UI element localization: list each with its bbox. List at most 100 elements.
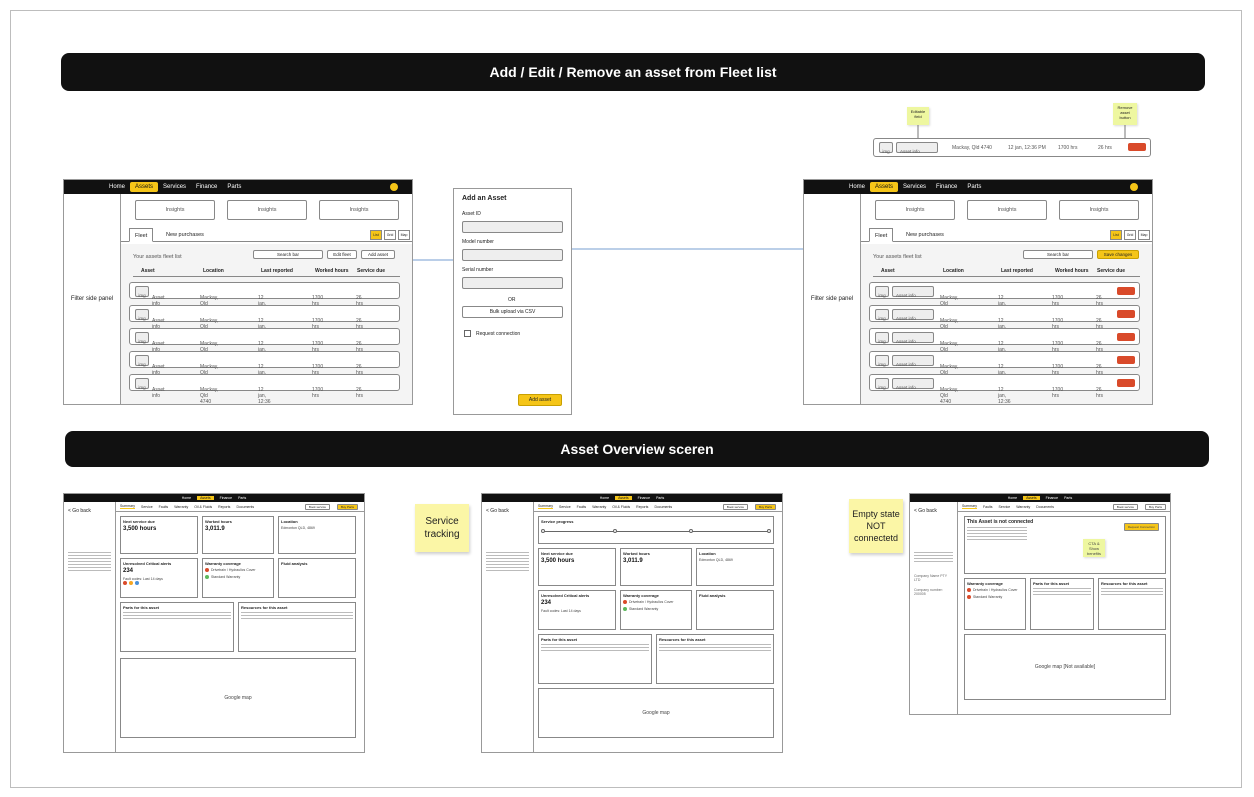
tab-faults[interactable]: Faults (982, 504, 993, 509)
search-bar[interactable]: Search bar (1023, 250, 1093, 259)
add-asset-button[interactable]: Add asset (361, 250, 395, 259)
add-asset-submit[interactable]: Add asset (518, 394, 562, 406)
list-view-button[interactable]: List (1110, 230, 1122, 240)
nav-parts[interactable]: Parts (1064, 496, 1073, 500)
remove-asset-button[interactable] (1117, 379, 1135, 387)
buy-parts-button[interactable]: Buy Parts (754, 504, 776, 510)
serial-input[interactable] (462, 277, 563, 289)
nav-assets[interactable]: Assets (615, 496, 632, 500)
tab-reports[interactable]: Reports (636, 504, 649, 509)
bulk-upload-button[interactable]: Bulk upload via CSV (462, 306, 563, 318)
asset-id-input[interactable] (462, 221, 563, 233)
tab-oil-fluids[interactable]: Oil & Fluids (194, 504, 213, 509)
tab-faults[interactable]: Faults (576, 504, 587, 509)
tab-summary[interactable]: Summary (120, 504, 135, 509)
insight-card[interactable]: Insights (319, 200, 399, 220)
tab-new-purchases[interactable]: New purchases (166, 232, 204, 238)
tab-service[interactable]: Service (140, 504, 153, 509)
nav-home[interactable]: Home (1007, 496, 1018, 500)
tab-warranty[interactable]: Warranty (174, 504, 189, 509)
nav-services[interactable]: Services (163, 184, 187, 190)
remove-asset-button[interactable] (1117, 333, 1135, 341)
tab-fleet[interactable]: Fleet (869, 228, 894, 242)
tab-service[interactable]: Service (998, 504, 1011, 509)
tab-oil-fluids[interactable]: Oil & Fluids (612, 504, 631, 509)
tab-documents[interactable]: Documents (654, 504, 673, 509)
insight-card[interactable]: Insights (227, 200, 307, 220)
fleet-row-example[interactable]: img Asset info Mackay, Qld 4740 12 jan, … (873, 138, 1151, 157)
insight-card[interactable]: Insights (1059, 200, 1139, 220)
nav-home[interactable]: Home (599, 496, 610, 500)
avatar[interactable] (1130, 183, 1138, 191)
insight-card[interactable]: Insights (967, 200, 1047, 220)
nav-finance[interactable]: Finance (219, 496, 233, 500)
tab-documents[interactable]: Documents (1036, 504, 1054, 509)
asset-info[interactable]: Asset info (892, 378, 934, 390)
tab-documents[interactable]: Documents (236, 504, 255, 509)
tab-reports[interactable]: Reports (218, 504, 231, 509)
nav-assets[interactable]: Assets (197, 496, 214, 500)
buy-parts-button[interactable]: Buy Parts (336, 504, 358, 510)
nav-parts[interactable]: Parts (967, 184, 982, 190)
remove-asset-button[interactable] (1117, 310, 1135, 318)
tab-faults[interactable]: Faults (158, 504, 169, 509)
nav-home[interactable]: Home (849, 184, 866, 190)
nav-assets[interactable]: Assets (130, 182, 159, 192)
nav-parts[interactable]: Parts (238, 496, 247, 500)
grid-view-button[interactable]: Grid (1124, 230, 1136, 240)
tab-warranty[interactable]: Warranty (592, 504, 607, 509)
save-changes-button[interactable]: Save changes (1097, 250, 1139, 259)
nav-assets[interactable]: Assets (1023, 496, 1040, 500)
avatar[interactable] (390, 183, 398, 191)
buy-parts-button[interactable]: Buy Parts (1144, 504, 1166, 510)
go-back-link[interactable]: < Go back (486, 508, 509, 514)
remove-asset-button[interactable] (1117, 287, 1135, 295)
request-connection-checkbox[interactable] (464, 330, 471, 337)
asset-info[interactable]: Asset info (892, 332, 934, 344)
tab-warranty[interactable]: Warranty (1016, 504, 1031, 509)
edit-fleet-button[interactable]: Edit fleet (327, 250, 357, 259)
map-view-button[interactable]: Map (1138, 230, 1150, 240)
map-card[interactable]: Google map (538, 688, 774, 738)
go-back-link[interactable]: < Go back (914, 508, 937, 514)
nav-finance[interactable]: Finance (637, 496, 651, 500)
go-back-link[interactable]: < Go back (68, 508, 91, 514)
nav-finance[interactable]: Finance (196, 184, 218, 190)
list-view-button[interactable]: List (370, 230, 382, 240)
grid-view-button[interactable]: Grid (384, 230, 396, 240)
tab-summary[interactable]: Summary (962, 504, 977, 509)
insight-card[interactable]: Insights (875, 200, 955, 220)
request-service-button[interactable]: Book service (1112, 504, 1138, 510)
asset-info[interactable]: Asset info (892, 286, 934, 298)
nav-parts[interactable]: Parts (656, 496, 665, 500)
nav-assets[interactable]: Assets (870, 182, 899, 192)
remove-asset-button[interactable] (1128, 143, 1146, 151)
nav-finance[interactable]: Finance (936, 184, 958, 190)
nav-finance[interactable]: Finance (1045, 496, 1059, 500)
map-card[interactable]: Google map (120, 658, 356, 738)
tab-new-purchases[interactable]: New purchases (906, 232, 944, 238)
nav-home[interactable]: Home (181, 496, 192, 500)
asset-info[interactable]: Asset info (892, 355, 934, 367)
filter-side-panel[interactable]: Filter side panel (804, 194, 861, 404)
search-bar[interactable]: Search bar (253, 250, 323, 259)
nav-home[interactable]: Home (109, 184, 126, 190)
remove-asset-button[interactable] (1117, 356, 1135, 364)
asset-info-field[interactable]: Asset info (896, 142, 938, 154)
nav-services[interactable]: Services (903, 184, 927, 190)
nav-parts[interactable]: Parts (227, 184, 242, 190)
model-input[interactable] (462, 249, 563, 261)
map-view-button[interactable]: Map (398, 230, 410, 240)
book-service-button[interactable]: Book service (722, 504, 748, 510)
book-service-button[interactable]: Book service (304, 504, 330, 510)
tab-fleet[interactable]: Fleet (129, 228, 154, 242)
